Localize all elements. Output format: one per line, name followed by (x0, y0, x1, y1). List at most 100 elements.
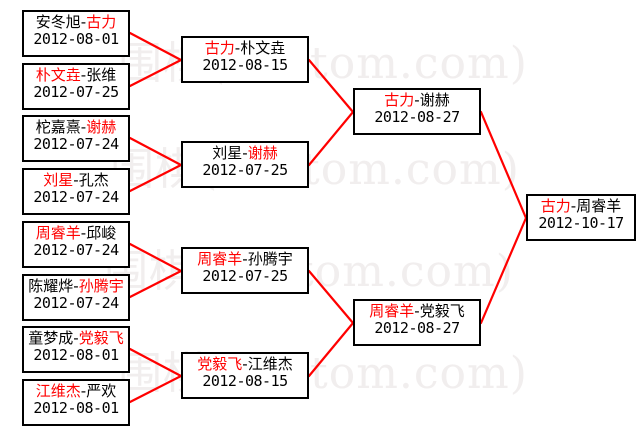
player-separator: - (73, 329, 79, 347)
match-box-r3-1[interactable]: 周睿羊-党毅飞 2012-08-27 (353, 299, 481, 346)
player-name: 周睿羊 (369, 302, 415, 320)
player-separator: - (570, 197, 577, 215)
player-name: 陈耀烨 (28, 277, 74, 295)
player-name: 朴文垚 (240, 39, 286, 57)
match-date: 2012-07-25 (202, 160, 288, 179)
match-box-r1-1[interactable]: 朴文垚-张维 2012-07-25 (22, 63, 130, 110)
connector-r1-6 (128, 347, 183, 378)
player-name: 刘星 (43, 171, 74, 189)
connector-r1-2 (128, 136, 183, 167)
match-box-r1-6[interactable]: 童梦成-党毅飞 2012-08-01 (22, 326, 130, 373)
match-box-r3-0[interactable]: 古力-谢赫 2012-08-27 (353, 88, 481, 135)
match-date: 2012-07-24 (33, 187, 119, 206)
connector-r1-3 (128, 163, 183, 193)
watermark-text: 围棋(hoetom.com) (118, 348, 528, 399)
player-name: 谢赫 (247, 144, 278, 162)
match-box-r2-3[interactable]: 党毅飞-江维杰 2012-08-15 (181, 352, 309, 399)
player-name: 周睿羊 (35, 224, 81, 242)
connector-r1-5 (128, 269, 183, 299)
player-name: 孔杰 (78, 171, 109, 189)
player-name: 安冬旭 (35, 13, 81, 31)
player-separator: - (414, 91, 420, 109)
match-date: 2012-07-24 (33, 293, 119, 312)
connector-r1-1 (128, 58, 183, 88)
player-name: 古力 (204, 39, 235, 57)
match-box-r2-1[interactable]: 刘星-谢赫 2012-07-25 (181, 141, 309, 188)
connector-r3-1 (479, 216, 528, 325)
match-players: 古力-朴文垚 (183, 40, 307, 57)
player-name: 古力 (384, 91, 415, 109)
connector-r1-0 (128, 31, 183, 62)
player-separator: - (242, 250, 248, 268)
match-date: 2012-08-15 (202, 371, 288, 390)
connector-r2-0 (307, 58, 355, 114)
match-box-r2-0[interactable]: 古力-朴文垚 2012-08-15 (181, 36, 309, 83)
player-name: 古力 (540, 197, 571, 215)
player-name: 邱峻 (86, 224, 117, 242)
match-date: 2012-08-01 (33, 29, 119, 48)
match-date: 2012-08-27 (374, 318, 460, 337)
connector-r2-1 (307, 110, 355, 167)
match-date: 2012-10-17 (538, 213, 624, 232)
player-separator: - (73, 171, 79, 189)
match-players: 古力-周睿羊 (528, 198, 634, 215)
match-date: 2012-08-15 (202, 55, 288, 74)
player-name: 童梦成 (28, 329, 74, 347)
player-name: 周睿羊 (576, 197, 622, 215)
match-players: 朴文垚-张维 (24, 67, 128, 84)
player-separator: - (80, 118, 87, 136)
player-name: 谢赫 (86, 118, 117, 136)
match-players: 古力-谢赫 (355, 92, 479, 109)
connector-r3-0 (479, 110, 528, 220)
player-name: 孙腾宇 (78, 277, 124, 295)
match-date: 2012-08-01 (33, 345, 119, 364)
match-box-r1-3[interactable]: 刘星-孔杰 2012-07-24 (22, 168, 130, 215)
player-name: 江维杰 (247, 355, 293, 373)
match-box-r1-7[interactable]: 江维杰-严欢 2012-08-01 (22, 379, 130, 426)
player-name: 孙腾宇 (247, 250, 293, 268)
match-box-r1-5[interactable]: 陈耀烨-孙腾宇 2012-07-24 (22, 274, 130, 321)
match-players: 江维杰-严欢 (24, 383, 128, 400)
match-box-r1-4[interactable]: 周睿羊-邱峻 2012-07-24 (22, 221, 130, 268)
match-players: 柁嘉熹-谢赫 (24, 119, 128, 136)
match-players: 党毅飞-江维杰 (183, 356, 307, 373)
player-name: 党毅飞 (197, 355, 243, 373)
match-players: 童梦成-党毅飞 (24, 330, 128, 347)
connector-r1-4 (128, 242, 183, 273)
match-players: 安冬旭-古力 (24, 14, 128, 31)
player-name: 朴文垚 (35, 66, 81, 84)
player-name: 柁嘉熹 (35, 118, 81, 136)
player-separator: - (80, 13, 87, 31)
match-date: 2012-07-25 (202, 266, 288, 285)
player-name: 党毅飞 (419, 302, 465, 320)
match-players: 周睿羊-党毅飞 (355, 303, 479, 320)
match-players: 刘星-谢赫 (183, 145, 307, 162)
player-separator: - (242, 144, 248, 162)
player-separator: - (80, 382, 87, 400)
match-box-r1-0[interactable]: 安冬旭-古力 2012-08-01 (22, 10, 130, 57)
connector-r2-2 (307, 269, 355, 325)
match-box-final[interactable]: 古力-周睿羊 2012-10-17 (526, 194, 636, 241)
player-separator: - (234, 39, 241, 57)
match-box-r1-2[interactable]: 柁嘉熹-谢赫 2012-07-24 (22, 115, 130, 162)
watermark-text: 围棋(hoetom.com) (110, 144, 520, 195)
player-name: 古力 (86, 13, 117, 31)
match-players: 陈耀烨-孙腾宇 (24, 278, 128, 295)
connector-r2-3 (307, 321, 355, 378)
match-date: 2012-08-27 (374, 107, 460, 126)
player-name: 党毅飞 (78, 329, 124, 347)
match-date: 2012-07-24 (33, 240, 119, 259)
player-separator: - (73, 277, 79, 295)
player-name: 江维杰 (35, 382, 81, 400)
player-name: 谢赫 (419, 91, 450, 109)
connector-r1-7 (128, 374, 183, 404)
player-name: 严欢 (86, 382, 117, 400)
player-separator: - (80, 224, 87, 242)
match-date: 2012-07-25 (33, 82, 119, 101)
player-separator: - (80, 66, 87, 84)
player-separator: - (414, 302, 420, 320)
player-name: 张维 (86, 66, 117, 84)
player-separator: - (242, 355, 248, 373)
match-box-r2-2[interactable]: 周睿羊-孙腾宇 2012-07-25 (181, 247, 309, 294)
